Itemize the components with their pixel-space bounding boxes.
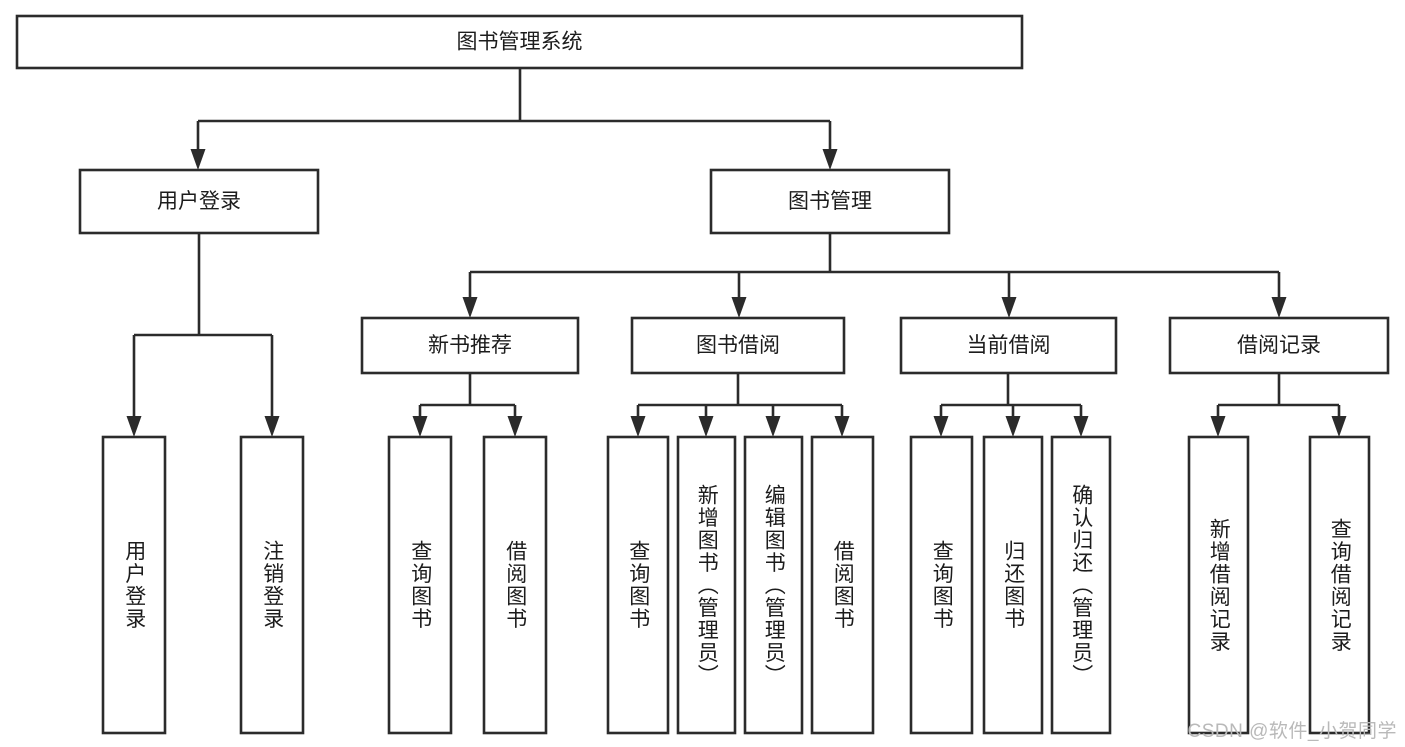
leaf-box-leaf-query-book-3	[909, 435, 974, 735]
leaf-box-leaf-user-login	[101, 435, 167, 735]
leaf-box-leaf-edit-book	[743, 435, 804, 735]
node-label-current-borrow: 当前借阅	[967, 334, 1051, 357]
arrow-head-icon	[1001, 297, 1017, 318]
arrow-head-icon	[933, 416, 949, 437]
leaf-box-leaf-add-record	[1187, 435, 1250, 735]
leaf-box-leaf-logout	[239, 435, 305, 735]
leaf-box-leaf-borrow-book-2	[810, 435, 875, 735]
arrow-head-icon	[630, 416, 646, 437]
node-label-book-manage: 图书管理	[788, 190, 872, 213]
leaf-box-leaf-query-book-1	[387, 435, 453, 735]
arrow-head-icon	[1005, 416, 1021, 437]
connector-layer	[126, 68, 1347, 437]
leaf-box-leaf-confirm-return	[1050, 435, 1112, 735]
arrow-head-icon	[1073, 416, 1089, 437]
arrow-head-icon	[1210, 416, 1226, 437]
node-box-user-login	[78, 168, 320, 235]
arrow-head-icon	[412, 416, 428, 437]
node-box-current-borrow	[899, 316, 1118, 375]
leaf-box-leaf-query-book-2	[606, 435, 670, 735]
node-box-book-manage	[709, 168, 951, 235]
arrow-head-icon	[765, 416, 781, 437]
arrow-head-icon	[731, 297, 747, 318]
root-node-box	[15, 14, 1024, 70]
node-label-borrow-record: 借阅记录	[1237, 334, 1321, 357]
arrow-head-icon	[264, 416, 280, 437]
node-box-book-borrow	[630, 316, 846, 375]
arrow-head-icon	[822, 149, 838, 170]
node-box-new-book-recommend	[360, 316, 580, 375]
node-label-new-book-recommend: 新书推荐	[428, 334, 512, 357]
leaf-box-leaf-query-record	[1308, 435, 1371, 735]
watermark: CSDN @软件_小贺同学	[1187, 721, 1397, 742]
arrow-head-icon	[126, 416, 142, 437]
node-label-user-login: 用户登录	[157, 190, 241, 213]
arrow-head-icon	[507, 416, 523, 437]
leaf-box-leaf-return-book	[982, 435, 1044, 735]
root-node-label: 图书管理系统	[457, 31, 583, 54]
arrow-head-icon	[1271, 297, 1287, 318]
arrow-head-icon	[698, 416, 714, 437]
node-box-borrow-record	[1168, 316, 1390, 375]
arrow-head-icon	[1331, 416, 1347, 437]
leaf-box-leaf-add-book	[676, 435, 737, 735]
arrow-head-icon	[190, 149, 206, 170]
arrow-head-icon	[462, 297, 478, 318]
arrow-head-icon	[834, 416, 850, 437]
leaf-box-leaf-borrow-book-1	[482, 435, 548, 735]
node-box-layer	[15, 14, 1390, 735]
node-label-book-borrow: 图书借阅	[696, 334, 780, 357]
